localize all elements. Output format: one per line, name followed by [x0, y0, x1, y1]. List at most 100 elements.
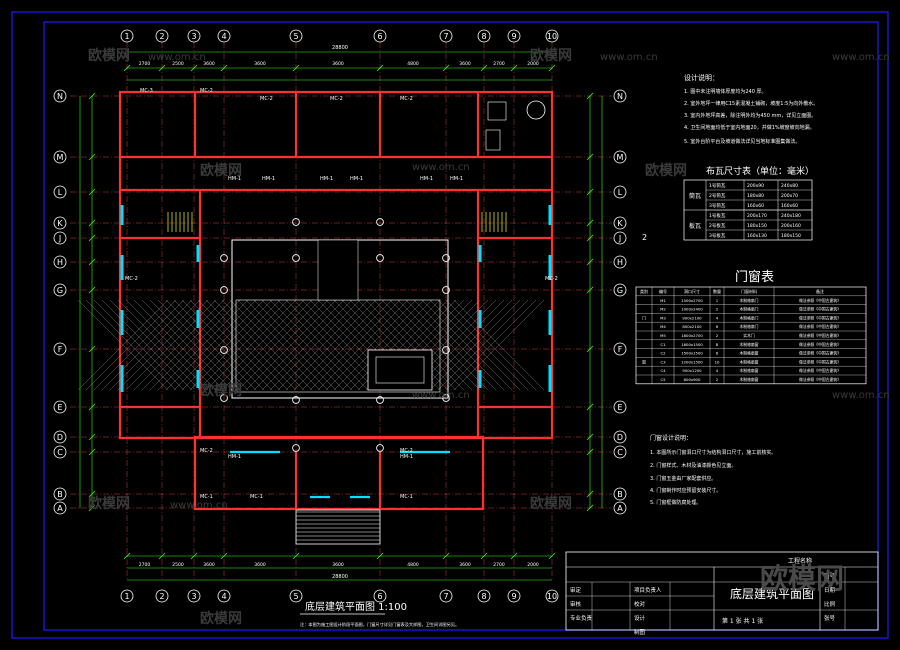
hatch-line — [93, 299, 185, 391]
axis-label-left: F — [58, 345, 63, 354]
axis-bubble-right — [613, 255, 627, 269]
door-table-cell: C1 — [660, 342, 666, 347]
watermark-url: www.om.cn — [170, 500, 228, 511]
watermark-logo: 欧模网 — [88, 47, 130, 64]
dimension-tick — [88, 188, 96, 196]
floor-plan — [77, 90, 554, 545]
axis-bubble-left — [53, 400, 67, 414]
dimension-tick — [88, 504, 96, 512]
axis-bubble-left — [53, 342, 67, 356]
axis-bubble-top — [187, 29, 201, 43]
window-tag: MC-2 — [545, 276, 558, 282]
tile-cell: 240x80 — [781, 183, 798, 189]
door-table-cell: 2 — [716, 333, 719, 338]
door-notes: 门窗设计说明： 1. 本图所示门窗洞口尺寸为结构洞口尺寸，施工前核实。 2. 门… — [650, 434, 776, 506]
axis-label-bottom: 4 — [221, 592, 226, 601]
dimension-span-bottom: 2700 — [493, 562, 505, 568]
sheet-frame-outer — [11, 11, 889, 639]
axis-bubble-bottom — [439, 589, 453, 603]
dimension-span-top: 3600 — [459, 61, 471, 67]
tb-cell: 审核 — [570, 600, 582, 608]
door-table-cell: 木制格扇窗 — [740, 342, 759, 347]
door-table-cell: 1 — [716, 298, 719, 303]
door-table-cell: 木制格扇门 — [740, 298, 759, 303]
door-table-cell: C5 — [660, 377, 666, 382]
axis-bubble-right — [613, 445, 627, 459]
dimension-tick — [88, 219, 96, 227]
door-table-frame — [635, 286, 867, 385]
door-note: 5. 门窗框做防腐处理。 — [650, 499, 701, 506]
axis-bubble-top — [289, 29, 303, 43]
axis-label-top: 10 — [547, 32, 557, 41]
axis-label-top: 7 — [443, 32, 448, 41]
dimension-tick — [548, 64, 556, 72]
door-table-cell: 做法参照《中国古建筑》 — [799, 307, 841, 312]
dimension-tick — [88, 286, 96, 294]
door-note: 4. 门窗制作时应预留安装尺寸。 — [650, 487, 721, 494]
column — [376, 254, 384, 262]
door-table-cell: 600x900 — [684, 377, 701, 382]
door-table-cell: 木制格扇门 — [740, 307, 759, 312]
dimension-tick — [586, 345, 594, 353]
dimension-tick — [88, 433, 96, 441]
dimension-tick — [292, 64, 300, 72]
dimension-tick — [586, 92, 594, 100]
hatch-line — [325, 299, 417, 391]
door-table-cell: 做法参照《中国古建筑》 — [799, 315, 841, 320]
dimension-tick — [586, 286, 594, 294]
door-table-cell: M4 — [660, 324, 666, 329]
door-table-cell: 900x2100 — [682, 315, 702, 320]
axis-bubble-top — [507, 29, 521, 43]
watermark-logo: 欧模网 — [530, 47, 572, 64]
hatch-line — [133, 299, 225, 391]
axis-bubble-bottom — [120, 589, 134, 603]
hatch-line — [221, 299, 313, 391]
door-table-cell: 木制格扇门 — [740, 324, 759, 329]
column — [376, 218, 384, 226]
dimension-tick — [586, 504, 594, 512]
hatch-line — [285, 299, 377, 391]
title-block-frame — [565, 551, 879, 631]
axis-bubble-bottom — [545, 589, 559, 603]
door-tag: HM-1 — [320, 176, 333, 182]
hatch-line — [165, 299, 257, 391]
dimension-tick — [123, 552, 131, 560]
hatch-line — [293, 299, 385, 391]
design-note: 3. 室内外地坪高差，除注明外均为450 mm，详见立面图。 — [684, 112, 816, 119]
watermark-logo: 欧模网 — [645, 162, 687, 179]
door-table-cell: C3 — [660, 359, 666, 364]
axis-bubble-left — [53, 255, 67, 269]
hatch-line — [149, 299, 241, 391]
dimension-span-bottom: 3600 — [254, 562, 266, 568]
hatch-line — [421, 299, 513, 391]
fixture-shower — [487, 101, 507, 121]
door-table-cell: 木制格扇窗 — [740, 359, 759, 364]
dimension-tick — [88, 448, 96, 456]
tb-cell: 校对 — [634, 600, 646, 608]
door-table-cell: 木制格扇窗 — [740, 351, 759, 356]
door-tag: HM-1 — [420, 176, 433, 182]
axis-label-top: 4 — [221, 32, 226, 41]
axis-bubble-right — [613, 89, 627, 103]
tile-cell: 160x130 — [747, 233, 767, 239]
dimension-span-bottom: 2700 — [139, 562, 151, 568]
axis-label-right: C — [617, 448, 623, 457]
window-tag: MC-2 — [200, 448, 213, 454]
axis-label-left: B — [57, 490, 63, 499]
axis-bubble-left — [53, 501, 67, 515]
axis-bubble-bottom — [187, 589, 201, 603]
door-table-cell: 窗 — [642, 359, 646, 364]
hatch-line — [429, 299, 521, 391]
door-table-cell: 木制格扇窗 — [740, 377, 759, 382]
axis-label-bottom: 8 — [481, 592, 486, 601]
axis-label-right: K — [617, 219, 623, 228]
hatch-line — [125, 299, 217, 391]
axis-bubble-left — [53, 487, 67, 501]
footer-note: 注：本图为施工图设计阶段平面图，门窗尺寸详见门窗表及大样图，卫生间详图另见。 — [300, 621, 459, 628]
axis-bubble-bottom — [155, 589, 169, 603]
axis-label-left: H — [57, 258, 63, 267]
door-table-cell: 做法参照《中国古建筑》 — [799, 359, 841, 364]
door-table-cell: 1800x1500 — [681, 342, 703, 347]
watermark-url: www.om.cn — [148, 52, 206, 63]
